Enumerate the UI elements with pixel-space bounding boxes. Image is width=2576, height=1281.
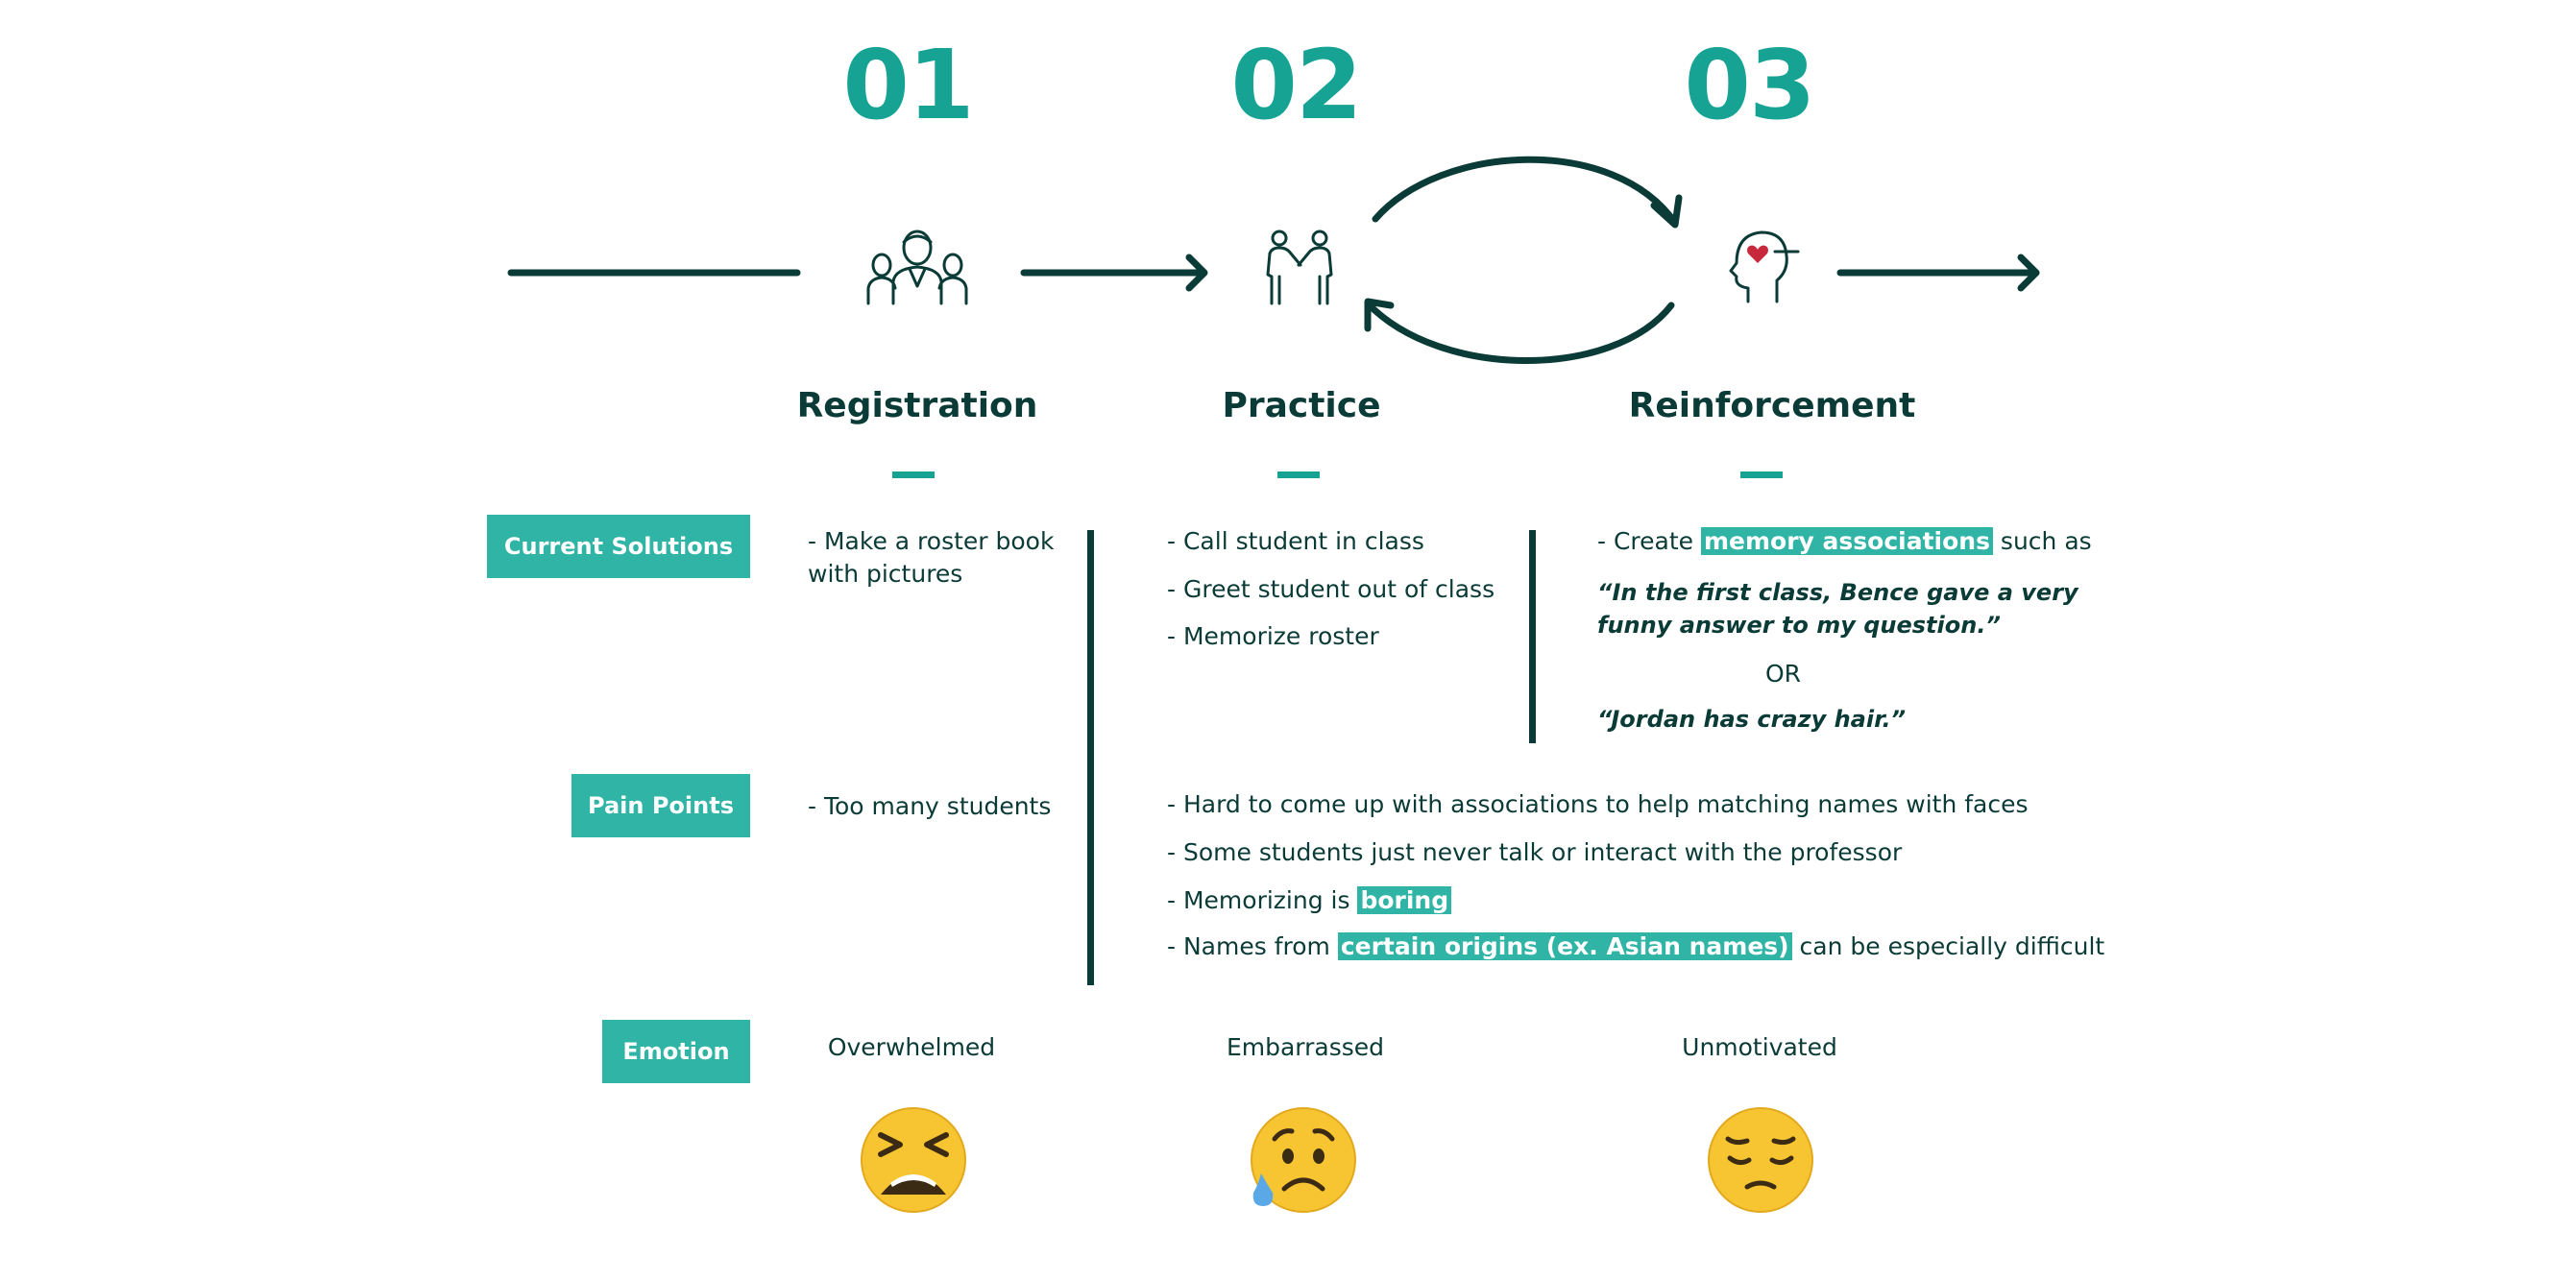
cycle-arrow-bottom: [1364, 300, 1675, 364]
emotion-label-embarrassed: Embarrassed: [1226, 1033, 1385, 1061]
row-label-emotion: Emotion: [602, 1020, 750, 1083]
pain-4-suffix: can be especially difficult: [1791, 932, 2105, 960]
solution-registration-line2: with pictures: [808, 560, 963, 588]
divider-registration-practice: [1087, 530, 1094, 985]
sad-sweat-face-icon: [1251, 1107, 1356, 1213]
group-of-people-icon: [866, 230, 968, 305]
emotion-label-overwhelmed: Overwhelmed: [827, 1033, 996, 1061]
quote-bence-line2: funny answer to my question.”: [1597, 612, 2001, 639]
arrow-head-1: [1185, 254, 1208, 292]
step-number-01: 01: [842, 29, 974, 141]
two-people-handshake-icon: [1266, 230, 1333, 305]
pain-practice-2: - Some students just never talk or inter…: [1167, 838, 1903, 866]
emotion-label-unmotivated: Unmotivated: [1682, 1033, 1837, 1061]
divider-practice-reinforcement: [1529, 530, 1536, 743]
pain-3-prefix: - Memorizing is: [1167, 886, 1358, 914]
row-label-current-solutions: Current Solutions: [487, 515, 750, 578]
quote-jordan: “Jordan has crazy hair.”: [1597, 706, 1907, 733]
step-number-03: 03: [1684, 29, 1815, 141]
stage-title-practice: Practice: [1222, 386, 1381, 425]
solution-practice-1: - Call student in class: [1167, 527, 1424, 555]
highlight-memory-associations: memory associations: [1700, 527, 1993, 555]
pain-practice-1: - Hard to come up with associations to h…: [1167, 790, 2029, 818]
pain-practice-3: - Memorizing is boring: [1167, 884, 1452, 917]
row-label-pain-points: Pain Points: [571, 774, 750, 837]
stage-dash-registration: [892, 471, 935, 478]
intro-suffix: such as: [1992, 527, 2092, 555]
stage-dash-practice: [1277, 471, 1320, 478]
intro-prefix: - Create: [1597, 527, 1701, 555]
head-with-heart-icon: [1729, 230, 1800, 303]
pensive-face-icon: [1708, 1107, 1813, 1213]
solution-practice-2: - Greet student out of class: [1167, 575, 1495, 603]
highlight-boring: boring: [1357, 886, 1452, 914]
stage-title-reinforcement: Reinforcement: [1628, 386, 1916, 425]
pain-practice-4: - Names from certain origins (ex. Asian …: [1167, 931, 2104, 963]
stage-title-registration: Registration: [796, 386, 1038, 425]
pain-4-prefix: - Names from: [1167, 932, 1338, 960]
step-number-02: 02: [1230, 29, 1362, 141]
solution-reinforcement-intro: - Create memory associations such as: [1597, 525, 2092, 558]
tired-face-icon: [861, 1107, 966, 1213]
cycle-arrow-top-head: [1650, 194, 1683, 229]
or-separator: OR: [1765, 660, 1802, 688]
solution-practice-3: - Memorize roster: [1167, 622, 1379, 650]
solution-registration-line1: - Make a roster book: [808, 527, 1055, 555]
highlight-certain-origins: certain origins (ex. Asian names): [1337, 932, 1792, 960]
cycle-arrow-top: [1372, 156, 1679, 227]
arrow-head-end: [2017, 254, 2040, 292]
pain-registration: - Too many students: [808, 792, 1052, 820]
flow-diagram: [507, 156, 2040, 364]
cycle-arrow-bottom-head: [1364, 298, 1395, 332]
stage-dash-reinforcement: [1740, 471, 1783, 478]
quote-bence-line1: “In the first class, Bence gave a very: [1597, 579, 2078, 606]
